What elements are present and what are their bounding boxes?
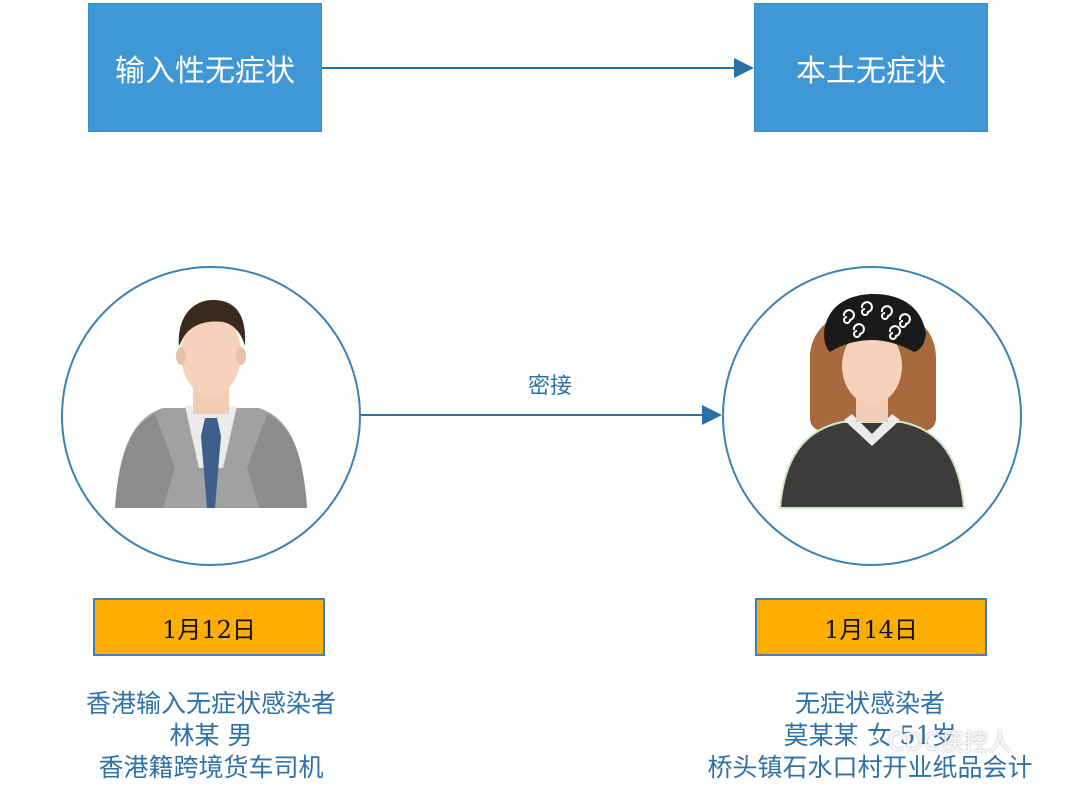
male-avatar-icon (115, 300, 307, 508)
watermark: CDC疾控人 (852, 722, 1012, 757)
right-desc-line: 无症状感染者 (794, 689, 945, 718)
local-asymptomatic-box: 本土无症状 (754, 3, 988, 132)
watermark-text: CDC疾控人 (888, 728, 1012, 756)
close-contact-label: 密接 (527, 374, 572, 399)
date-right-text: 1月14日 (824, 615, 918, 644)
imported-asymptomatic-box: 输入性无症状 (88, 3, 322, 132)
female-person-circle (722, 266, 1022, 566)
left-desc-line: 林某 男 (169, 721, 253, 750)
date-left-text: 1月12日 (162, 615, 256, 644)
left-desc-line: 香港籍跨境货车司机 (98, 753, 324, 782)
wechat-icon (852, 728, 881, 750)
right-desc-line: 桥头镇石水口村开业纸品会计 (707, 753, 1033, 782)
left-desc-line: 香港输入无症状感染者 (85, 689, 336, 718)
date-badge-left: 1月12日 (93, 598, 325, 656)
local-asymptomatic-label: 本土无症状 (796, 53, 946, 89)
left-person-description: 香港输入无症状感染者 林某 男 香港籍跨境货车司机 (11, 688, 411, 784)
right-person-description: 无症状感染者 莫某某 女 51岁 桥头镇石水口村开业纸品会计 (670, 688, 1070, 784)
date-badge-right: 1月14日 (755, 598, 987, 656)
female-avatar-icon (778, 294, 966, 509)
male-person-circle (61, 266, 361, 566)
imported-asymptomatic-label: 输入性无症状 (115, 53, 295, 89)
